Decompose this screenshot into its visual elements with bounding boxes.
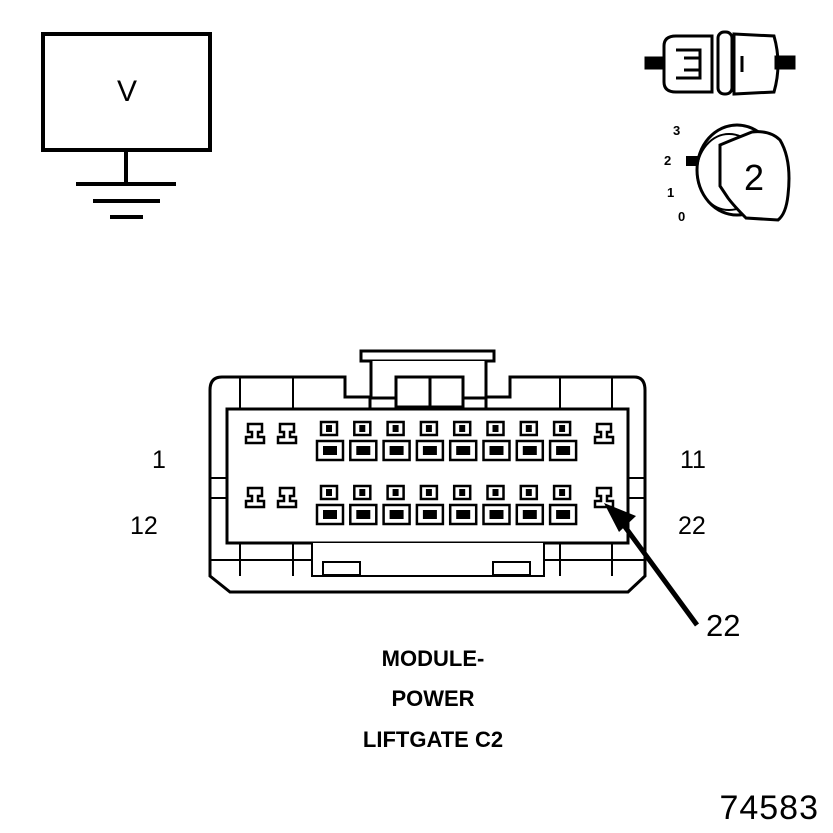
cavity-20 — [515, 484, 545, 526]
cavity-21 — [548, 484, 578, 526]
pin-label-22: 22 — [678, 512, 706, 540]
callout-pin-label: 22 — [706, 608, 741, 643]
cavity-10 — [548, 420, 578, 462]
cavity-7 — [448, 420, 478, 462]
cavity-8 — [482, 420, 511, 462]
cavity-16 — [382, 484, 411, 526]
cavity-1 — [244, 422, 266, 445]
ignition-position-3: 3 — [673, 123, 681, 138]
voltmeter-symbol-label: V — [117, 75, 138, 108]
connector-title-line-3: LIFTGATE C2 — [362, 727, 504, 752]
cavity-14 — [315, 484, 345, 526]
back-probe-connector-icon — [644, 30, 796, 96]
ignition-position-1: 1 — [667, 185, 675, 200]
cavity-9 — [515, 420, 545, 462]
connector-title-line-1: MODULE- — [381, 646, 485, 671]
cavity-17 — [415, 484, 445, 526]
callout-arrow — [604, 503, 700, 627]
cavity-5 — [382, 420, 411, 462]
connector-cavities — [244, 420, 615, 526]
cavity-2 — [276, 422, 298, 445]
cavity-19 — [482, 484, 511, 526]
voltmeter-icon — [41, 32, 212, 183]
figure-id: 74583 — [719, 789, 819, 827]
pin-label-1: 1 — [152, 446, 166, 474]
cavity-12 — [244, 486, 266, 509]
cavity-6 — [415, 420, 445, 462]
cavity-4 — [349, 420, 378, 462]
cavity-18 — [448, 484, 478, 526]
cavity-13 — [276, 486, 298, 509]
cavity-3 — [315, 420, 345, 462]
ignition-position-2: 2 — [664, 153, 672, 168]
pin-label-12: 12 — [130, 512, 158, 540]
cavity-15 — [349, 484, 378, 526]
ignition-key-icon — [686, 123, 791, 222]
ignition-position-0: 0 — [678, 209, 686, 224]
cavity-11 — [593, 422, 615, 445]
connector-title-line-2: POWER — [391, 686, 475, 711]
connector-housing — [208, 349, 647, 594]
pin-label-11: 11 — [680, 446, 706, 474]
ignition-key-position-label: 2 — [744, 157, 765, 198]
ground-icon — [76, 182, 176, 219]
